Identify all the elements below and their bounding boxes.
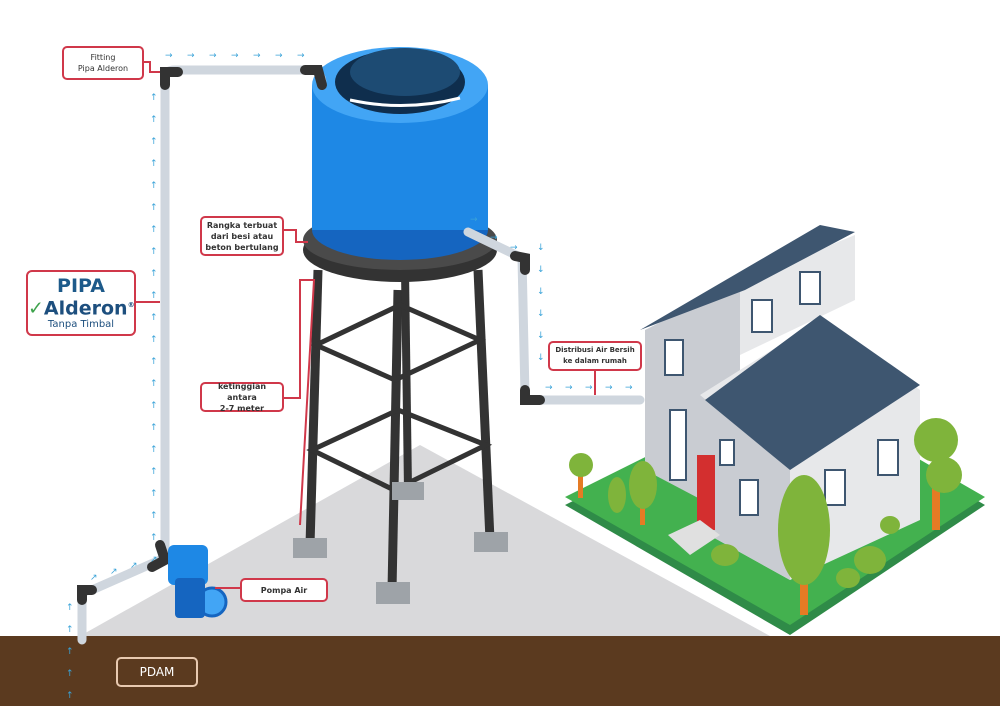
flow-arrow-icon: ↗ [90,573,98,583]
flow-arrow-icon: ↓ [537,331,545,341]
leader-lines [134,61,596,589]
flow-arrow-icon: ↓ [537,309,545,319]
flow-arrow-icon: ↑ [150,335,158,345]
flow-arrow-icon: ↑ [150,489,158,499]
flow-arrow-icon: → [490,233,498,243]
flow-arrow-icon: ↑ [66,647,74,657]
flow-arrow-icon: ↓ [537,265,545,275]
flow-arrow-icon: ↑ [66,669,74,679]
label-text: dari besi atau [210,231,274,241]
ground-soil [0,636,1000,706]
label-text: 2-7 meter [219,403,265,413]
flow-arrow-icon: ↑ [150,423,158,433]
tower-frame [305,269,495,591]
label-frame: Rangka terbuat dari besi atau beton bert… [200,216,284,256]
flow-arrow-icon: ↗ [110,567,118,577]
label-pump: Pompa Air [240,578,328,602]
flow-arrows: ↑ ↑ ↑ ↑ ↑ ↑ ↑ ↑ ↑ ↑ ↑ ↑ ↑ ↑ ↑ ↑ ↑ ↑ ↑ ↑ ↑ → → → → → → → ↑ ↑ ↑ ↑ ↑ ↗ ↗ ↗ ↗ ↓ ↓ ↓… [66,51,633,701]
label-text: ke dalam rumah [563,357,627,365]
water-tank [303,47,497,282]
flow-arrow-icon: → [209,51,217,61]
flow-arrow-icon: ↑ [150,379,158,389]
flow-arrow-icon: ↗ [130,561,138,571]
flow-arrow-icon: ↑ [150,533,158,543]
flow-arrow-icon: ↑ [150,291,158,301]
flow-arrow-icon: ↑ [66,603,74,613]
label-text: Rangka terbuat [206,220,278,230]
flow-arrow-icon: → [275,51,283,61]
flow-arrow-icon: → [565,383,573,393]
flow-arrow-icon: ↑ [66,625,74,635]
flow-arrow-icon: ↑ [150,247,158,257]
flow-arrow-icon: ↓ [537,287,545,297]
label-text: Pipa Alderon [77,64,129,73]
flow-arrow-icon: → [470,215,478,225]
flow-arrow-icon: → [297,51,305,61]
label-distribution: Distribusi Air Bersih ke dalam rumah [548,341,642,371]
flow-arrow-icon: → [253,51,261,61]
label-text: Fitting [90,53,116,62]
flow-arrow-icon: ↑ [150,511,158,521]
label-text: PDAM [139,665,175,679]
house [640,225,920,580]
brand-name: Alderon [43,297,128,320]
flow-arrow-icon: ↑ [150,401,158,411]
tower-footings [293,482,508,604]
label-fitting: Fitting Pipa Alderon [62,46,144,80]
flow-arrow-icon: ↑ [150,181,158,191]
flow-arrow-icon: → [510,243,518,253]
label-text: Pompa Air [260,585,308,595]
flow-arrow-icon: ↑ [150,357,158,367]
brand-logo: PIPA ✓Alderon® Tanpa Timbal [26,270,136,336]
flow-arrow-icon: ↓ [537,243,545,253]
flow-arrow-icon: ↑ [150,445,158,455]
brand-line1: PIPA [57,275,105,297]
trees [569,418,962,615]
flow-arrow-icon: ↑ [150,203,158,213]
label-text: Distribusi Air Bersih [555,346,635,354]
flow-arrow-icon: ↑ [150,225,158,235]
flow-arrow-icon: → [605,383,613,393]
flow-arrow-icon: → [187,51,195,61]
flow-arrow-icon: → [545,383,553,393]
flow-arrow-icon: ↑ [66,691,74,701]
flow-arrow-icon: ↑ [150,115,158,125]
flow-arrow-icon: ↗ [150,555,158,565]
flow-arrow-icon: ↑ [150,313,158,323]
brand-tagline: Tanpa Timbal [47,319,115,331]
flow-arrow-icon: ↑ [150,159,158,169]
flow-arrow-icon: ↑ [150,467,158,477]
flow-arrow-icon: ↓ [537,353,545,363]
flow-arrow-icon: ↑ [150,137,158,147]
flow-arrow-icon: ↑ [150,93,158,103]
brand-line2: ✓Alderon® [28,297,135,320]
label-text: ketinggian antara [217,381,267,402]
label-height: ketinggian antara 2-7 meter [200,381,284,413]
registered-mark: ® [127,301,135,309]
flow-arrow-icon: → [231,51,239,61]
label-text: beton bertulang [205,242,279,252]
label-pdam: PDAM [116,657,198,687]
flow-arrow-icon: ↑ [150,269,158,279]
pipes [77,65,645,645]
flow-arrow-icon: → [585,383,593,393]
flow-arrow-icon: → [625,383,633,393]
flow-arrow-icon: → [165,51,173,61]
water-pump [168,545,228,618]
